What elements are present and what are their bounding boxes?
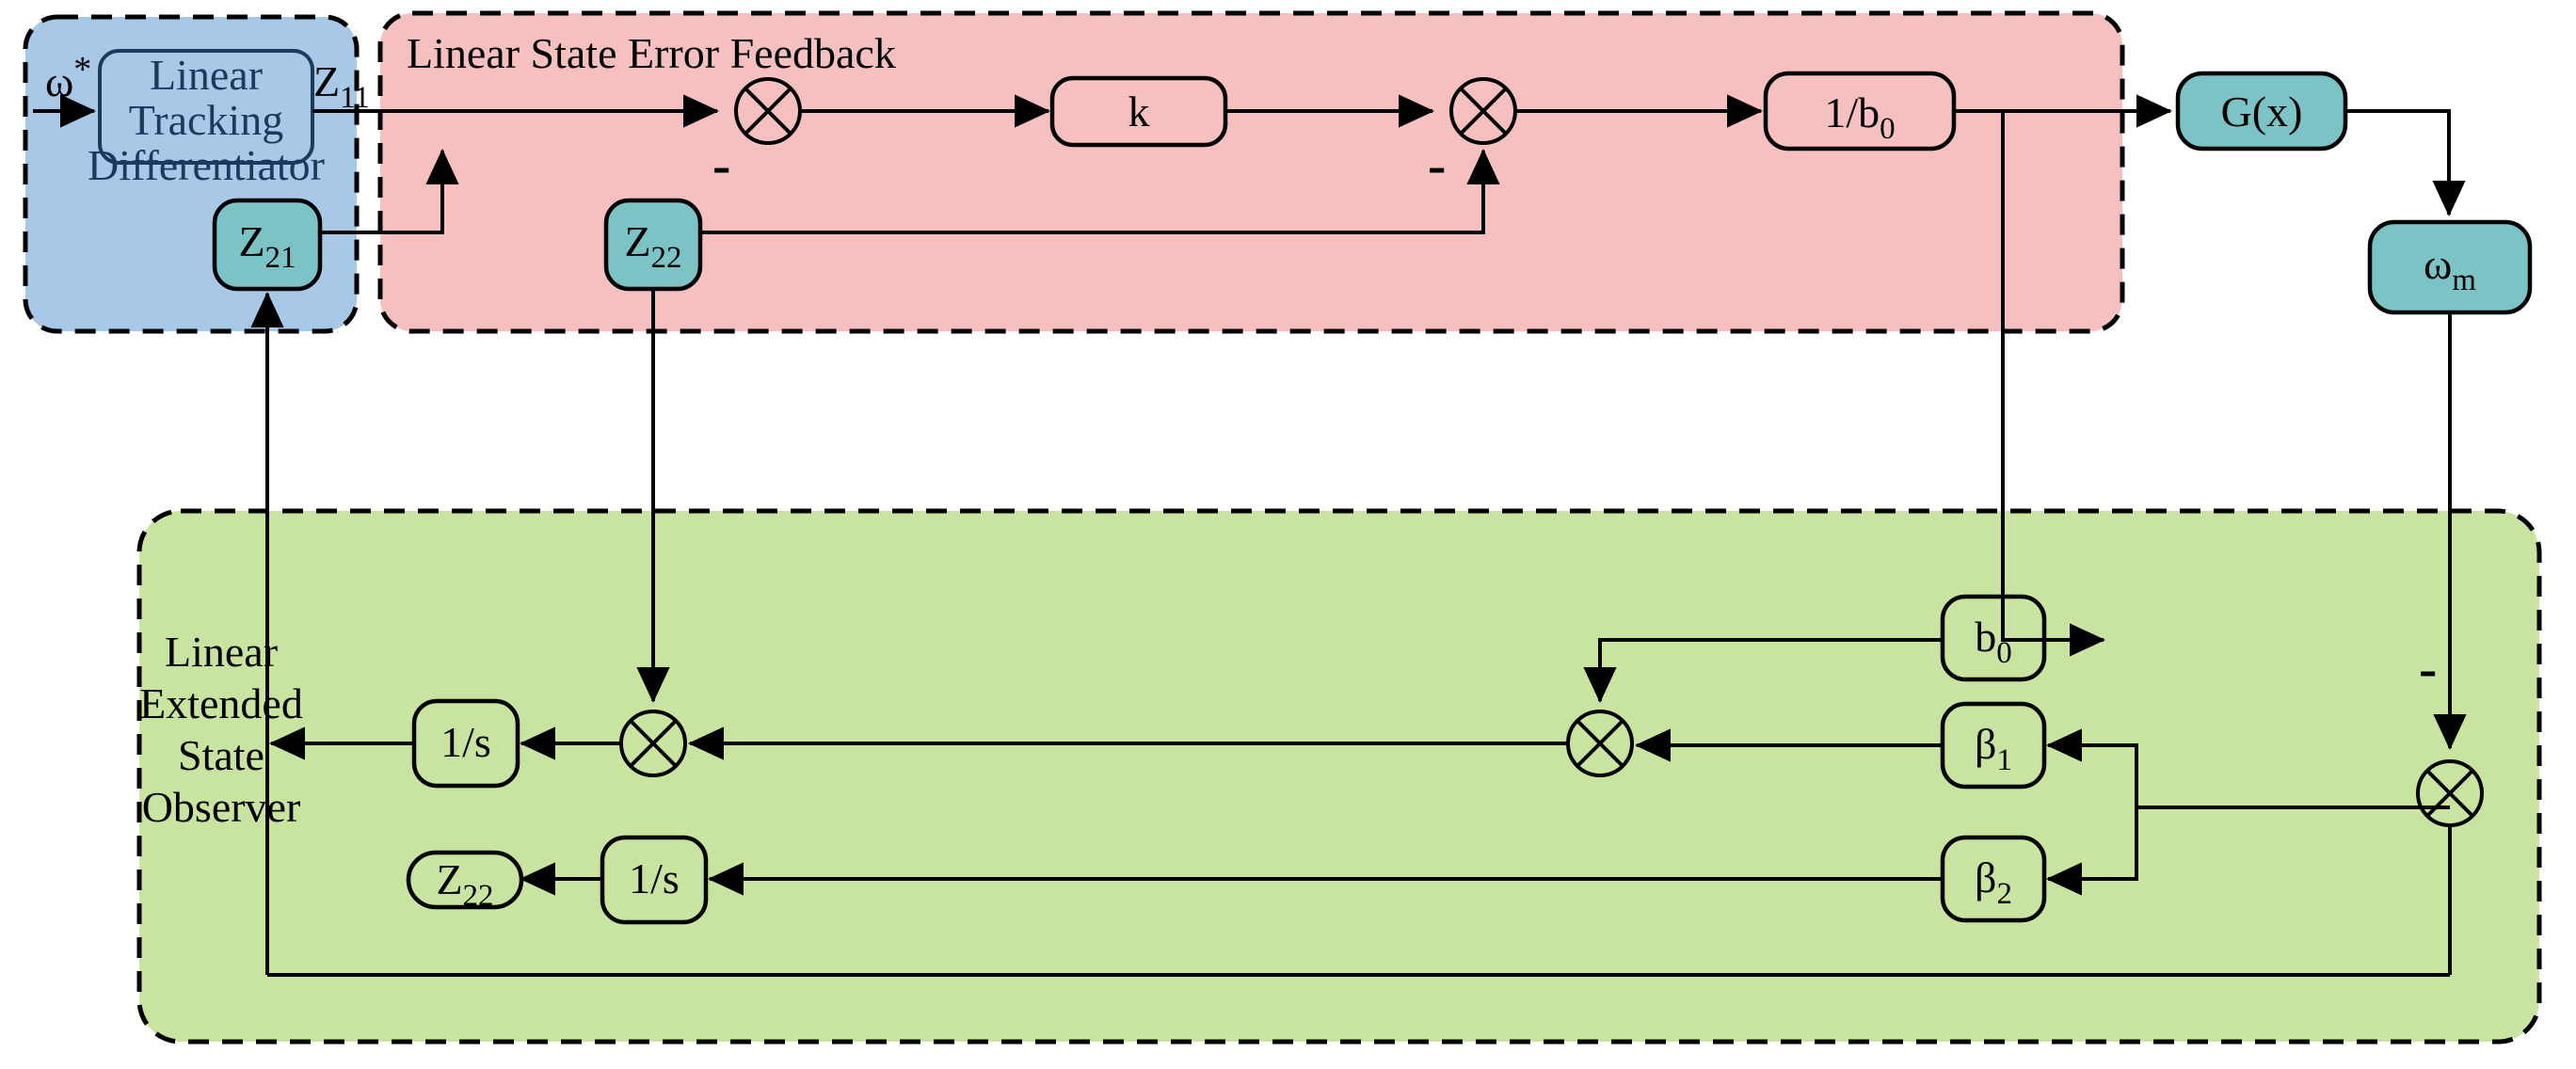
z21-glyph: Z bbox=[238, 217, 264, 265]
z22-out-sub: 22 bbox=[463, 879, 494, 913]
beta1-glyph: β bbox=[1975, 720, 1996, 768]
group-linear-extended-state-observer bbox=[136, 508, 2542, 1045]
sum-junction-observer-left[interactable] bbox=[619, 710, 687, 777]
z11-glyph: Z bbox=[313, 57, 340, 105]
omega-m-label: ωm bbox=[2424, 240, 2476, 297]
integrator-1-label: 1/s bbox=[440, 718, 491, 766]
leso-title-line-2: Extended bbox=[139, 679, 303, 727]
group-title-leso: Linear Extended State Observer bbox=[139, 628, 303, 831]
ltd-label-line-1: Linear bbox=[150, 51, 263, 99]
z22-out-glyph: Z bbox=[436, 855, 462, 903]
z22-top-glyph: Z bbox=[624, 217, 650, 265]
wire-beta-bus-to-beta2 bbox=[2046, 807, 2138, 896]
beta1-sub: 1 bbox=[1996, 743, 2012, 777]
z21-label: Z21 bbox=[238, 217, 296, 275]
inv-b0-sub: 0 bbox=[1880, 112, 1896, 146]
omega-ref-star: * bbox=[73, 50, 91, 89]
wire-b0obs-to-obs-sum-mid bbox=[1583, 638, 1943, 703]
b0-obs-sub: 0 bbox=[1996, 636, 2012, 670]
sum-junction-lsef-2[interactable] bbox=[1449, 77, 1517, 145]
leso-title-line-1: Linear bbox=[165, 628, 278, 676]
block-ltd-label: Linear Tracking Differentiator bbox=[88, 51, 325, 189]
beta2-label: β2 bbox=[1975, 854, 2012, 911]
z22-top-sub: 22 bbox=[651, 241, 682, 275]
block-ltd-outline[interactable] bbox=[98, 49, 314, 165]
b0-observer-label: b0 bbox=[1975, 613, 2012, 670]
b0-obs-glyph: b bbox=[1975, 613, 1996, 661]
sum-junction-observer-right[interactable] bbox=[2416, 759, 2484, 827]
leso-title-line-4: Observer bbox=[142, 783, 301, 831]
minus-sign-lsef-2: - bbox=[1428, 135, 1446, 196]
minus-sign-observer-right: - bbox=[2419, 638, 2437, 699]
sum-junction-lsef-1[interactable] bbox=[734, 77, 802, 145]
omega-m-sub: m bbox=[2452, 263, 2476, 297]
beta1-label: β1 bbox=[1975, 720, 2012, 777]
ltd-label-line-2: Tracking bbox=[129, 96, 283, 144]
z22-output-label: Z22 bbox=[436, 855, 493, 913]
integrator-2-label: 1/s bbox=[629, 854, 680, 902]
wire-z22-to-sum2 bbox=[700, 149, 1500, 234]
plant-gx-label: G(x) bbox=[2221, 88, 2303, 136]
wire-z21-to-sum1 bbox=[320, 149, 459, 234]
inv-b0-block-label: 1/b0 bbox=[1824, 88, 1895, 146]
omega-ref-glyph: ω bbox=[45, 57, 73, 105]
minus-sign-lsef-1: - bbox=[712, 135, 730, 196]
omega-m-glyph: ω bbox=[2424, 240, 2452, 288]
z21-block[interactable] bbox=[212, 198, 323, 292]
wire-gx-to-omegam bbox=[2345, 109, 2466, 216]
wire-sumright-to-beta1 bbox=[2046, 728, 2450, 809]
ltd-label-line-3: Differentiator bbox=[88, 141, 325, 189]
inv-b0-glyph: 1/b bbox=[1824, 88, 1880, 136]
group-linear-state-error-feedback bbox=[377, 10, 2125, 334]
wire-invb0-branch-to-b0obs bbox=[2001, 111, 2105, 657]
k-block-label: k bbox=[1128, 88, 1150, 136]
leso-title-line-3: State bbox=[178, 731, 264, 779]
z22-output-block[interactable] bbox=[406, 850, 524, 910]
z21-sub: 21 bbox=[265, 241, 296, 275]
group-title-lsef: Linear State Error Feedback bbox=[407, 29, 896, 77]
beta2-glyph: β bbox=[1975, 854, 1996, 901]
beta2-sub: 2 bbox=[1996, 877, 2012, 911]
sum-junction-observer-mid[interactable] bbox=[1566, 710, 1634, 777]
z22-top-label: Z22 bbox=[624, 217, 681, 275]
